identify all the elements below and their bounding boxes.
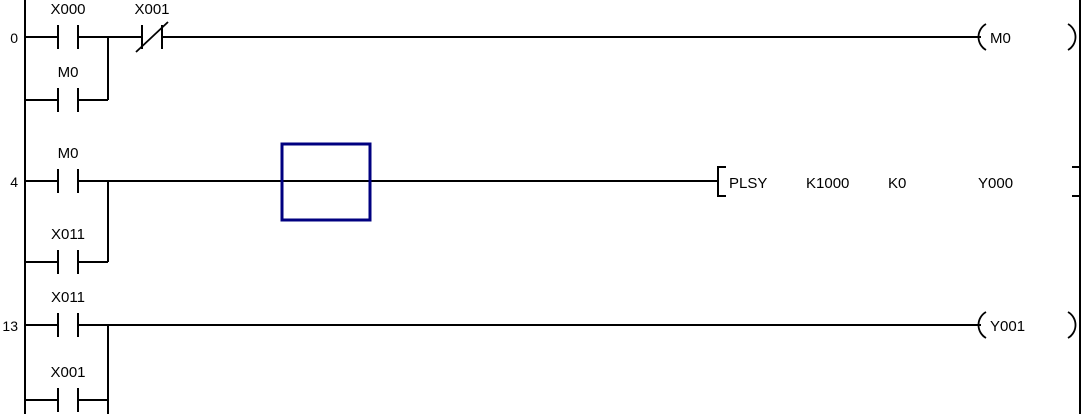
contact-x000-label: X000 <box>50 1 85 18</box>
contact-x001-branch-label: X001 <box>50 364 85 381</box>
contact-m0-label: M0 <box>58 145 79 162</box>
contact-x001-nc[interactable]: X001 <box>134 1 170 53</box>
coil-y001-label: Y001 <box>990 318 1025 335</box>
selection-cursor[interactable] <box>280 142 372 222</box>
instruction-close-bracket-icon <box>1072 166 1081 197</box>
contact-m0[interactable]: M0 <box>57 145 79 193</box>
contact-x011-branch[interactable]: X011 <box>51 226 85 274</box>
instruction-plsy-mnemonic: PLSY <box>729 175 767 192</box>
rung-0[interactable]: X000 X001 M0 M0 0 <box>10 1 1077 112</box>
coil-m0-left-arc-icon <box>977 23 987 51</box>
rung-number-13: 13 <box>2 318 18 334</box>
contact-x000[interactable]: X000 <box>50 1 86 49</box>
coil-y001-right-arc-icon <box>1067 311 1077 339</box>
instruction-plsy-operand-3: Y000 <box>978 175 1013 192</box>
contact-x001-branch[interactable]: X001 <box>50 364 86 412</box>
instruction-plsy-operand-1: K1000 <box>806 175 849 192</box>
contact-m0-branch-label: M0 <box>58 64 79 81</box>
contact-m0-branch[interactable]: M0 <box>57 64 79 112</box>
contact-x001-nc-slash-icon <box>135 21 169 53</box>
instruction-open-bracket-icon <box>717 166 726 197</box>
coil-y001-left-arc-icon <box>977 311 987 339</box>
rung-13[interactable]: X011 X001 Y001 13 <box>2 289 1077 414</box>
instruction-plsy-operand-2: K0 <box>888 175 906 192</box>
contact-x011-label: X011 <box>51 289 85 306</box>
coil-m0[interactable]: M0 <box>977 23 1077 51</box>
coil-m0-right-arc-icon <box>1067 23 1077 51</box>
contact-x011[interactable]: X011 <box>51 289 85 337</box>
rung-number-0: 0 <box>10 30 18 46</box>
instruction-plsy[interactable]: PLSY K1000 K0 Y000 <box>717 166 1081 197</box>
rung-4[interactable]: M0 X011 PLSY K1000 K0 Y000 4 <box>10 145 1081 274</box>
rung-number-4: 4 <box>10 174 18 190</box>
contact-x011-branch-label: X011 <box>51 226 85 243</box>
contact-x001-label: X001 <box>134 1 169 18</box>
coil-y001[interactable]: Y001 <box>977 311 1077 339</box>
coil-m0-label: M0 <box>990 30 1011 47</box>
